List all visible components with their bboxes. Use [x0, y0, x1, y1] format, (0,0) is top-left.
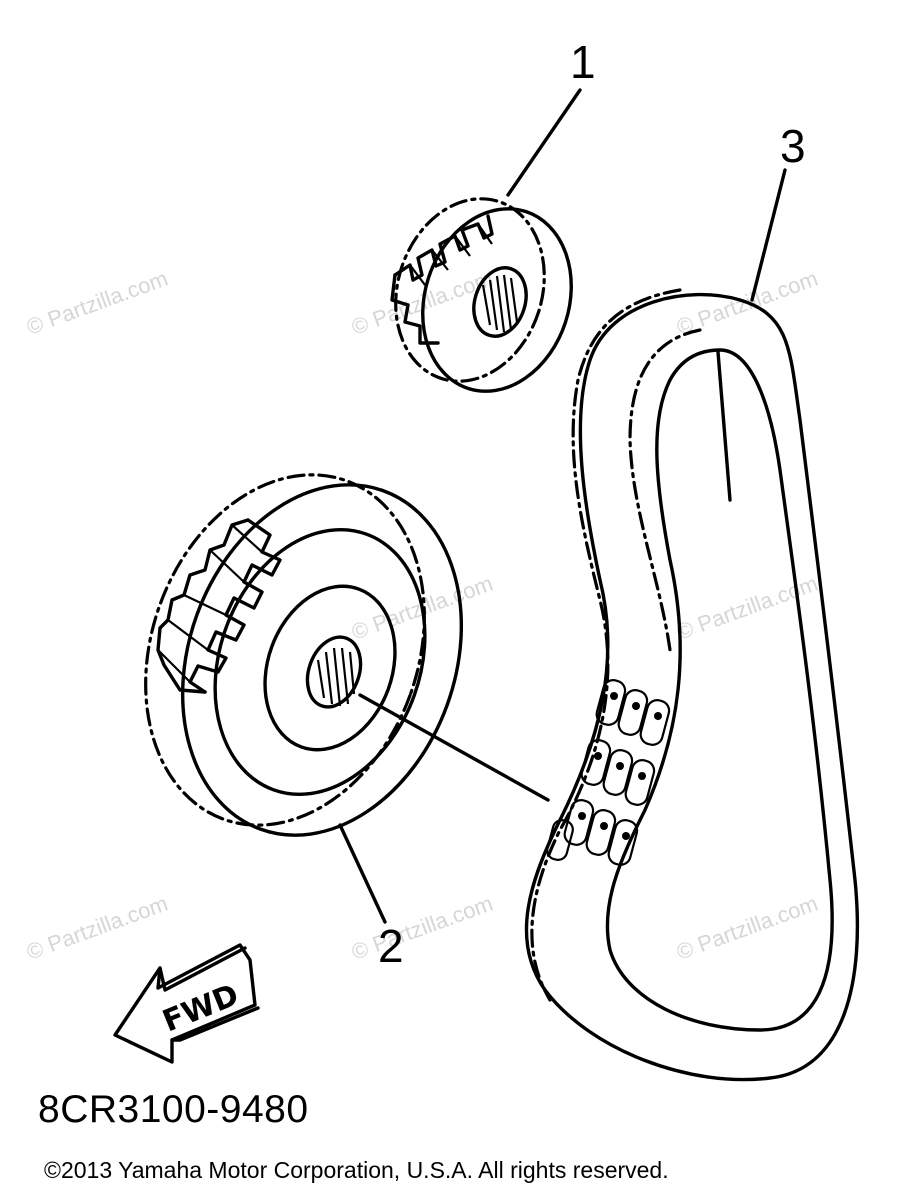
- watermark: © Partzilla.com: [673, 891, 821, 965]
- forward-arrow-icon: FWD: [113, 943, 260, 1064]
- leader-line-1: [506, 88, 582, 197]
- leader-lines: [338, 88, 787, 924]
- part-1-sprocket: [390, 197, 573, 393]
- leader-line-3: [750, 168, 787, 302]
- leader-line-2: [338, 823, 387, 924]
- callout-part-2: 2: [378, 920, 404, 972]
- diagram-code: 8CR3100-9480: [38, 1088, 309, 1131]
- watermark: © Partzilla.com: [23, 891, 171, 965]
- callout-part-3: 3: [780, 120, 806, 172]
- leader-line-hub: [358, 693, 550, 802]
- part-3-chain: [524, 288, 860, 1082]
- copyright-notice: ©2013 Yamaha Motor Corporation, U.S.A. A…: [44, 1157, 669, 1183]
- callout-part-1: 1: [570, 36, 596, 88]
- part-2-drive-sprocket: [144, 473, 464, 837]
- watermark: © Partzilla.com: [23, 266, 171, 340]
- watermark: © Partzilla.com: [348, 891, 496, 965]
